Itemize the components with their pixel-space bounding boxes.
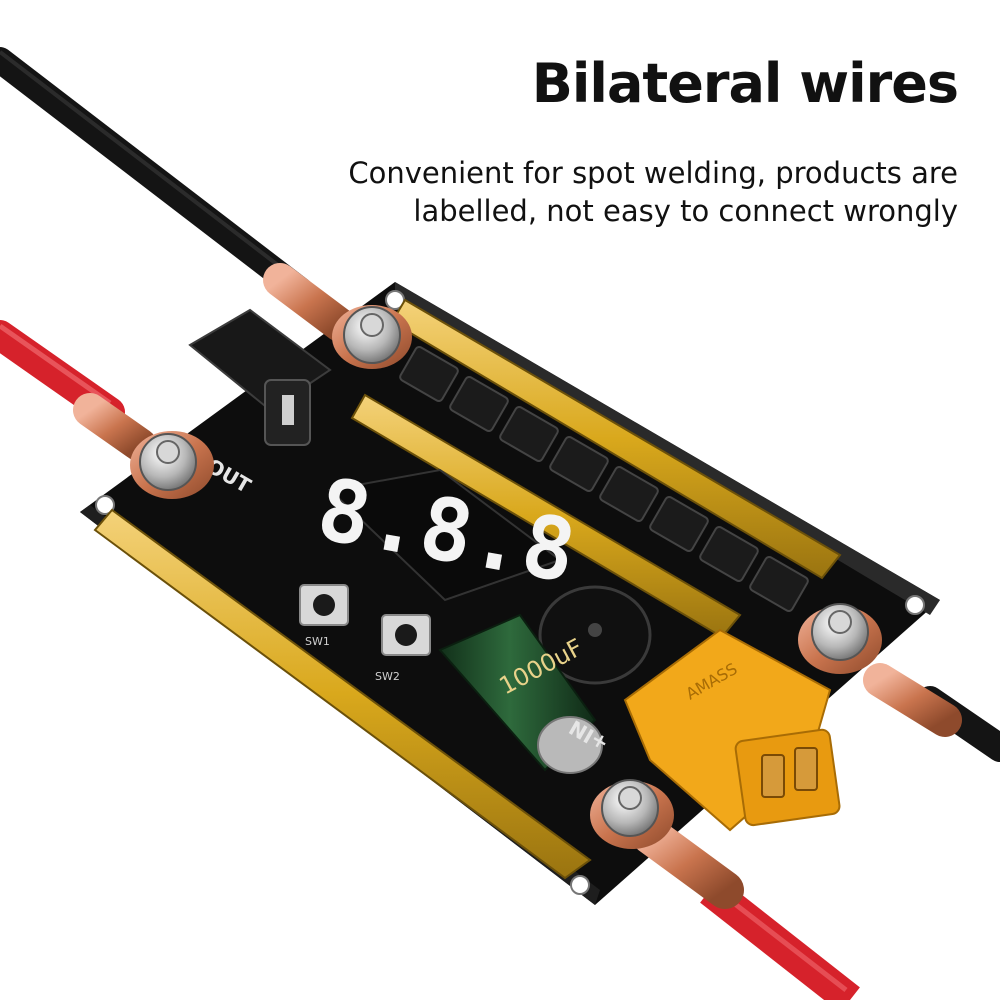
dc-power-jack xyxy=(188,308,332,446)
terminal-left xyxy=(73,393,214,499)
subline: Convenient for spot welding, products ar… xyxy=(258,154,958,230)
silk-sw2: SW2 xyxy=(375,670,400,683)
terminal-bottom xyxy=(590,779,744,909)
buzzer xyxy=(538,585,652,685)
silk-sw1: SW1 xyxy=(305,635,330,648)
mosfet-row xyxy=(399,346,809,612)
button-sw1[interactable] xyxy=(299,584,349,626)
terminal-right xyxy=(798,603,962,737)
copper-bar-bottom xyxy=(93,508,592,880)
button-sw2[interactable] xyxy=(381,614,431,656)
subline-line-1: Convenient for spot welding, products ar… xyxy=(348,156,958,190)
terminal-top xyxy=(263,263,412,369)
xt60-connector: AMASS xyxy=(623,628,841,832)
subline-line-2: labelled, not easy to connect wrongly xyxy=(413,194,958,228)
headline: Bilateral wires xyxy=(531,52,959,115)
black-wire-top-left xyxy=(0,47,313,303)
